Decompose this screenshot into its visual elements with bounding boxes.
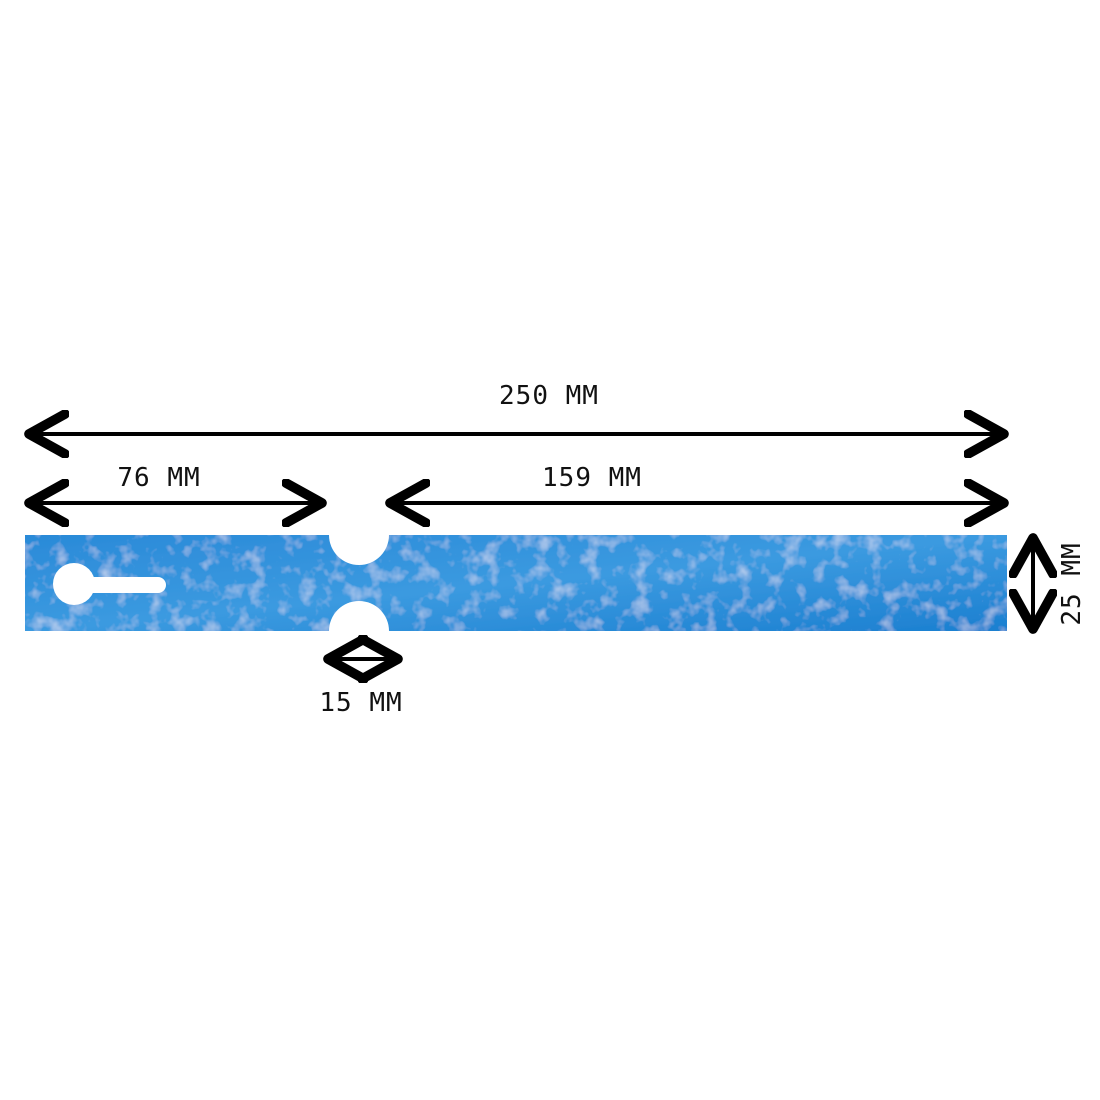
notch-width-dimension: 15 MM [319,659,402,718]
right-section-dimension: 159 MM [390,463,1004,503]
height-label: 25 MM [1057,542,1087,625]
height-dimension: 25 MM [1033,538,1087,629]
left-section-label: 76 MM [117,463,200,493]
overall-length-dimension: 250 MM [29,381,1004,434]
notch-width-label: 15 MM [319,688,402,718]
left-section-dimension: 76 MM [29,463,322,503]
overall-length-label: 250 MM [499,381,599,411]
tag-strip [25,535,1007,631]
right-section-label: 159 MM [542,463,642,493]
